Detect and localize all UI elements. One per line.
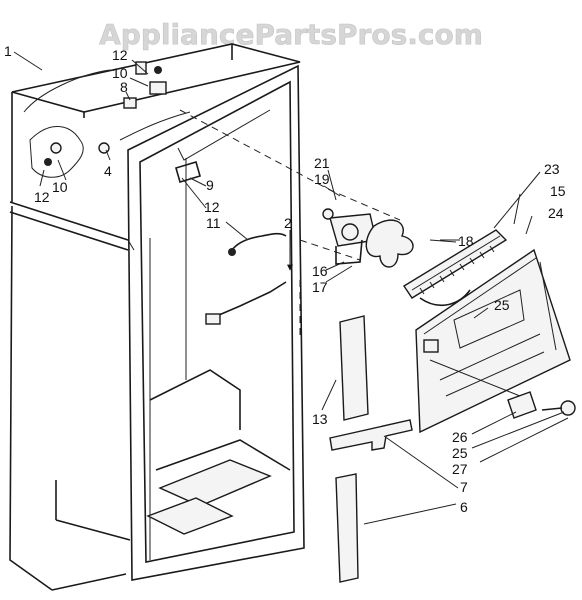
callout-6: 6 (460, 499, 468, 515)
callout-4: 4 (104, 163, 112, 179)
callout-15: 15 (550, 183, 566, 199)
callout-8: 8 (120, 79, 128, 95)
watermark-text: AppliancePartsPros.com (99, 18, 483, 51)
callout-24: 24 (548, 205, 564, 221)
callout-2: 2 (284, 215, 292, 231)
callout-10-top: 10 (112, 65, 128, 81)
callout-12-top: 12 (112, 47, 128, 63)
callout-10-left: 10 (52, 179, 68, 195)
leader-lines (13, 51, 569, 525)
callout-13: 13 (312, 411, 328, 427)
callout-7: 7 (460, 479, 468, 495)
callout-17: 17 (312, 279, 328, 295)
wire-harness-parts (175, 161, 287, 325)
callout-23: 23 (544, 161, 560, 177)
thermostat-hardware (44, 61, 167, 166)
callout-16: 16 (312, 263, 328, 279)
callout-25-upper: 25 (494, 297, 510, 313)
callout-11: 11 (206, 215, 221, 231)
callout-12-center: 12 (204, 199, 220, 215)
control-housing-panel (415, 248, 576, 434)
callout-18: 18 (458, 233, 474, 249)
air-duct-panels (329, 315, 413, 583)
callout-21: 21 (314, 155, 330, 171)
air-grille (403, 229, 508, 307)
fan-motor-assembly (322, 208, 460, 268)
callout-19: 19 (314, 171, 330, 187)
callout-1: 1 (4, 43, 12, 59)
callout-labels: 1 12 10 8 4 10 12 9 12 11 2 21 19 23 15 … (4, 43, 566, 515)
callout-26: 26 (452, 429, 468, 445)
callout-12-left: 12 (34, 189, 50, 205)
callout-9: 9 (206, 177, 214, 193)
callout-25-lower: 25 (452, 445, 468, 461)
callout-27: 27 (452, 461, 468, 477)
